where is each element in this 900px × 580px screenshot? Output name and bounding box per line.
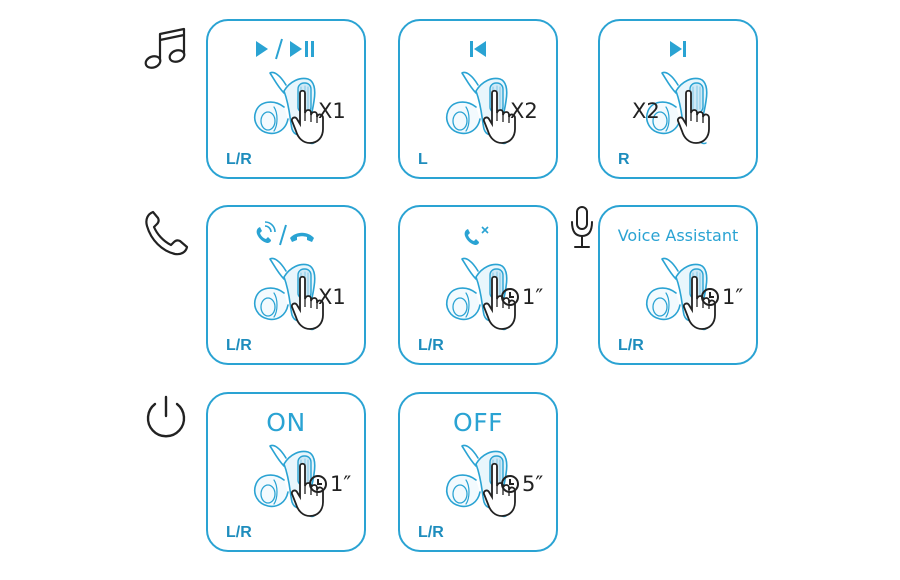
card-header: [400, 219, 556, 251]
gesture-card: OFF 5″ L/R: [398, 392, 558, 552]
clock-icon: [501, 288, 519, 306]
play-pause-icon: [256, 38, 314, 60]
gesture-count: 1″: [522, 285, 544, 309]
gesture-count: 5″: [522, 472, 544, 496]
clock-icon: [309, 475, 327, 493]
phone-icon: [145, 210, 189, 256]
clock-icon: [701, 288, 719, 306]
earbud-side-label: L/R: [226, 151, 252, 168]
earbud-touch-illustration: [253, 71, 324, 145]
gesture-count: X1: [318, 285, 346, 309]
card-header: [400, 33, 556, 65]
gesture-card: ON 1″ L/R: [206, 392, 366, 552]
card-header: Voice Assistant: [600, 219, 756, 251]
earbud-touch-illustration: [445, 257, 516, 331]
gesture-count: X1: [318, 99, 346, 123]
earbud-side-label: L/R: [618, 337, 644, 354]
clock-icon: [501, 475, 519, 493]
microphone-icon: [571, 206, 593, 248]
earbud-touch-illustration: [445, 444, 516, 518]
gesture-action: 5″: [500, 472, 543, 496]
gesture-action: X1: [316, 285, 346, 309]
card-header: [600, 33, 756, 65]
card-title: Voice Assistant: [617, 225, 739, 245]
gesture-action: 1″: [500, 285, 543, 309]
card-title: ON: [266, 407, 306, 437]
gesture-card: 1″ L/R: [398, 205, 558, 365]
gesture-action: X1: [316, 99, 346, 123]
power-icon: [146, 395, 186, 438]
earbud-side-label: L/R: [226, 337, 252, 354]
reject-call-icon: [464, 226, 489, 245]
earbud-side-label: L/R: [418, 524, 444, 541]
earbud-side-label: L: [418, 151, 428, 168]
earbud-touch-illustration: [445, 71, 516, 145]
earbud-side-label: L/R: [418, 337, 444, 354]
answer-hangup-icon: [256, 221, 314, 246]
gesture-action: X2: [508, 99, 538, 123]
earbud-touch-illustration: [645, 71, 710, 145]
gesture-count: 1″: [330, 472, 352, 496]
earbud-touch-illustration: [253, 444, 324, 518]
card-header: OFF: [400, 406, 556, 438]
earbud-side-label: R: [618, 151, 630, 168]
previous-track-icon: [470, 41, 486, 57]
gesture-count: X2: [510, 99, 538, 123]
gesture-action: 1″: [308, 472, 351, 496]
next-track-icon: [670, 41, 686, 57]
gesture-card: Voice Assistant 1″ L/R: [598, 205, 758, 365]
earbud-side-label: L/R: [226, 524, 252, 541]
card-title: OFF: [453, 407, 503, 437]
gesture-action: 1″: [700, 285, 743, 309]
gesture-count: X2: [632, 99, 660, 123]
card-header: ON: [208, 406, 364, 438]
earbud-touch-illustration: [645, 257, 716, 331]
earbud-touch-illustration: [253, 257, 324, 331]
card-header: [208, 33, 364, 65]
music-note-icon: [144, 27, 186, 69]
gesture-count: 1″: [722, 285, 744, 309]
gesture-action: X2: [630, 99, 660, 123]
card-header: [208, 219, 364, 251]
